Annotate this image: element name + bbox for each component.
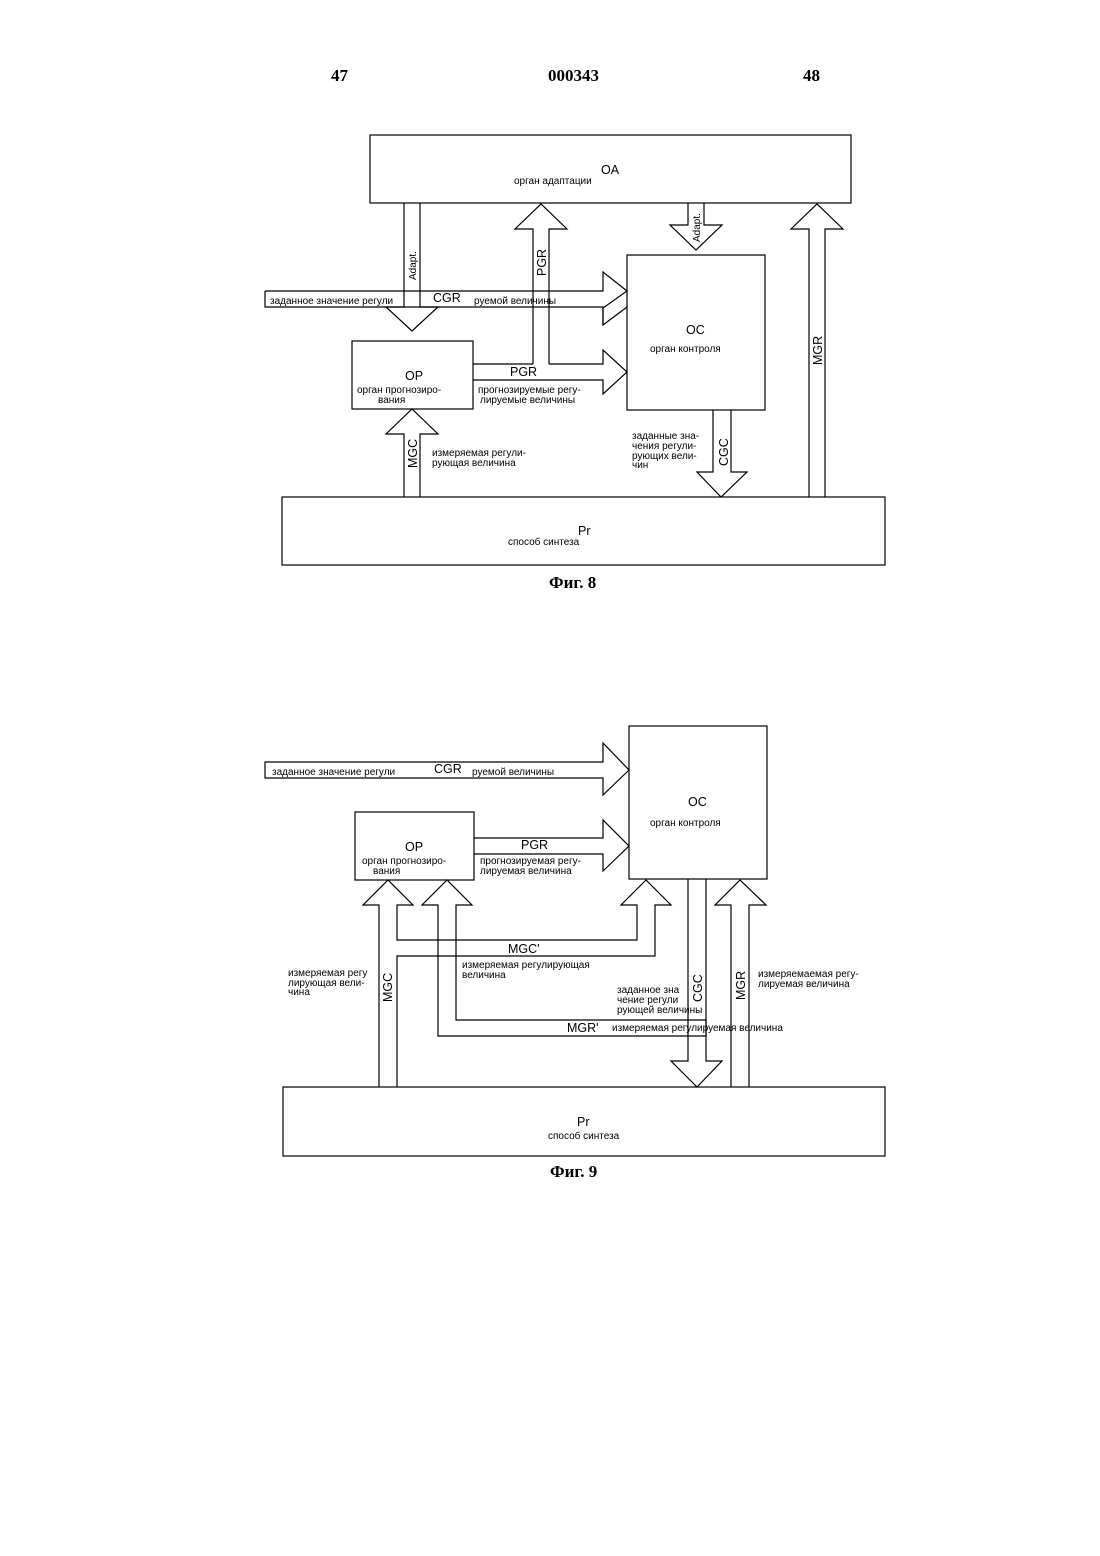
fig9-pr-label: способ синтеза: [548, 1130, 620, 1142]
fig9-pgr-label: PGR: [521, 838, 548, 852]
fig8-pgr-horizontal: PGR: [510, 365, 537, 379]
fig8-adapt-right-label: Adapt.: [692, 213, 703, 242]
fig9-mgr-prime: MGR': [567, 1021, 599, 1035]
fig9-pr-code: Pr: [577, 1115, 590, 1129]
fig8-setvals-4: чин: [632, 460, 648, 471]
fig8-diagram: [265, 135, 885, 565]
fig9-oc-code: OC: [688, 795, 707, 809]
fig9-meas-reg-bottom: измеряемая регулируемая величина: [612, 1023, 783, 1034]
fig8-meas-2: рующая величина: [432, 458, 516, 469]
fig9-cgr-label: CGR: [434, 762, 462, 776]
fig9-meas-reg-2: лируемая величина: [758, 979, 850, 990]
fig9-pred-2: лируемая величина: [480, 866, 572, 877]
fig8-setpoint-left: заданное значение регули: [270, 296, 393, 307]
fig9-mgc-branch-arrow: [363, 880, 671, 1087]
fig9-setpoint-right: руемой величины: [472, 767, 554, 778]
fig9-meas-ctrl-mid-2: величина: [462, 970, 506, 981]
fig8-oc-code: OC: [686, 323, 705, 337]
fig8-pred-2: лируемые величины: [480, 395, 575, 406]
fig9-mgc-label: MGC: [381, 973, 395, 1002]
fig9-setpoint-left: заданное значение регули: [272, 767, 395, 778]
fig9-mgc-prime: MGC': [508, 942, 540, 956]
fig9-meas-ctrl-3: чина: [288, 987, 310, 998]
fig9-caption: Фиг. 9: [550, 1162, 597, 1182]
fig8-op-code: OP: [405, 369, 423, 383]
fig8-pgr-vertical: PGR: [535, 249, 549, 276]
fig8-op-label-2: вания: [378, 395, 405, 406]
fig9-setval-3: рующей величины: [617, 1005, 702, 1016]
fig8-mgc-label: MGC: [406, 439, 420, 468]
fig8-setpoint-right: руемой величины: [474, 296, 556, 307]
fig9-cgc-label: CGC: [691, 974, 705, 1002]
fig8-pr-label: способ синтеза: [508, 536, 580, 548]
fig8-caption: Фиг. 8: [549, 573, 596, 593]
fig8-oa-code: OA: [601, 163, 620, 177]
fig9-op-label-2: вания: [373, 866, 400, 877]
fig9-diagram: [265, 726, 885, 1156]
fig9-op-code: OP: [405, 840, 423, 854]
fig8-oc-label: орган контроля: [650, 344, 721, 355]
fig9-oc-label: орган контроля: [650, 818, 721, 829]
fig9-mgr-label: MGR: [734, 971, 748, 1000]
fig8-pgr-up-arrow: [515, 204, 567, 364]
fig8-oa-label: орган адаптации: [514, 176, 592, 187]
fig8-mgr-label: MGR: [811, 336, 825, 365]
fig8-cgc-label: CGC: [717, 438, 731, 466]
fig8-pr-code: Pr: [578, 524, 591, 538]
fig8-cgr-label: CGR: [433, 291, 461, 305]
fig8-adapt-left-label: Adapt.: [408, 251, 419, 280]
